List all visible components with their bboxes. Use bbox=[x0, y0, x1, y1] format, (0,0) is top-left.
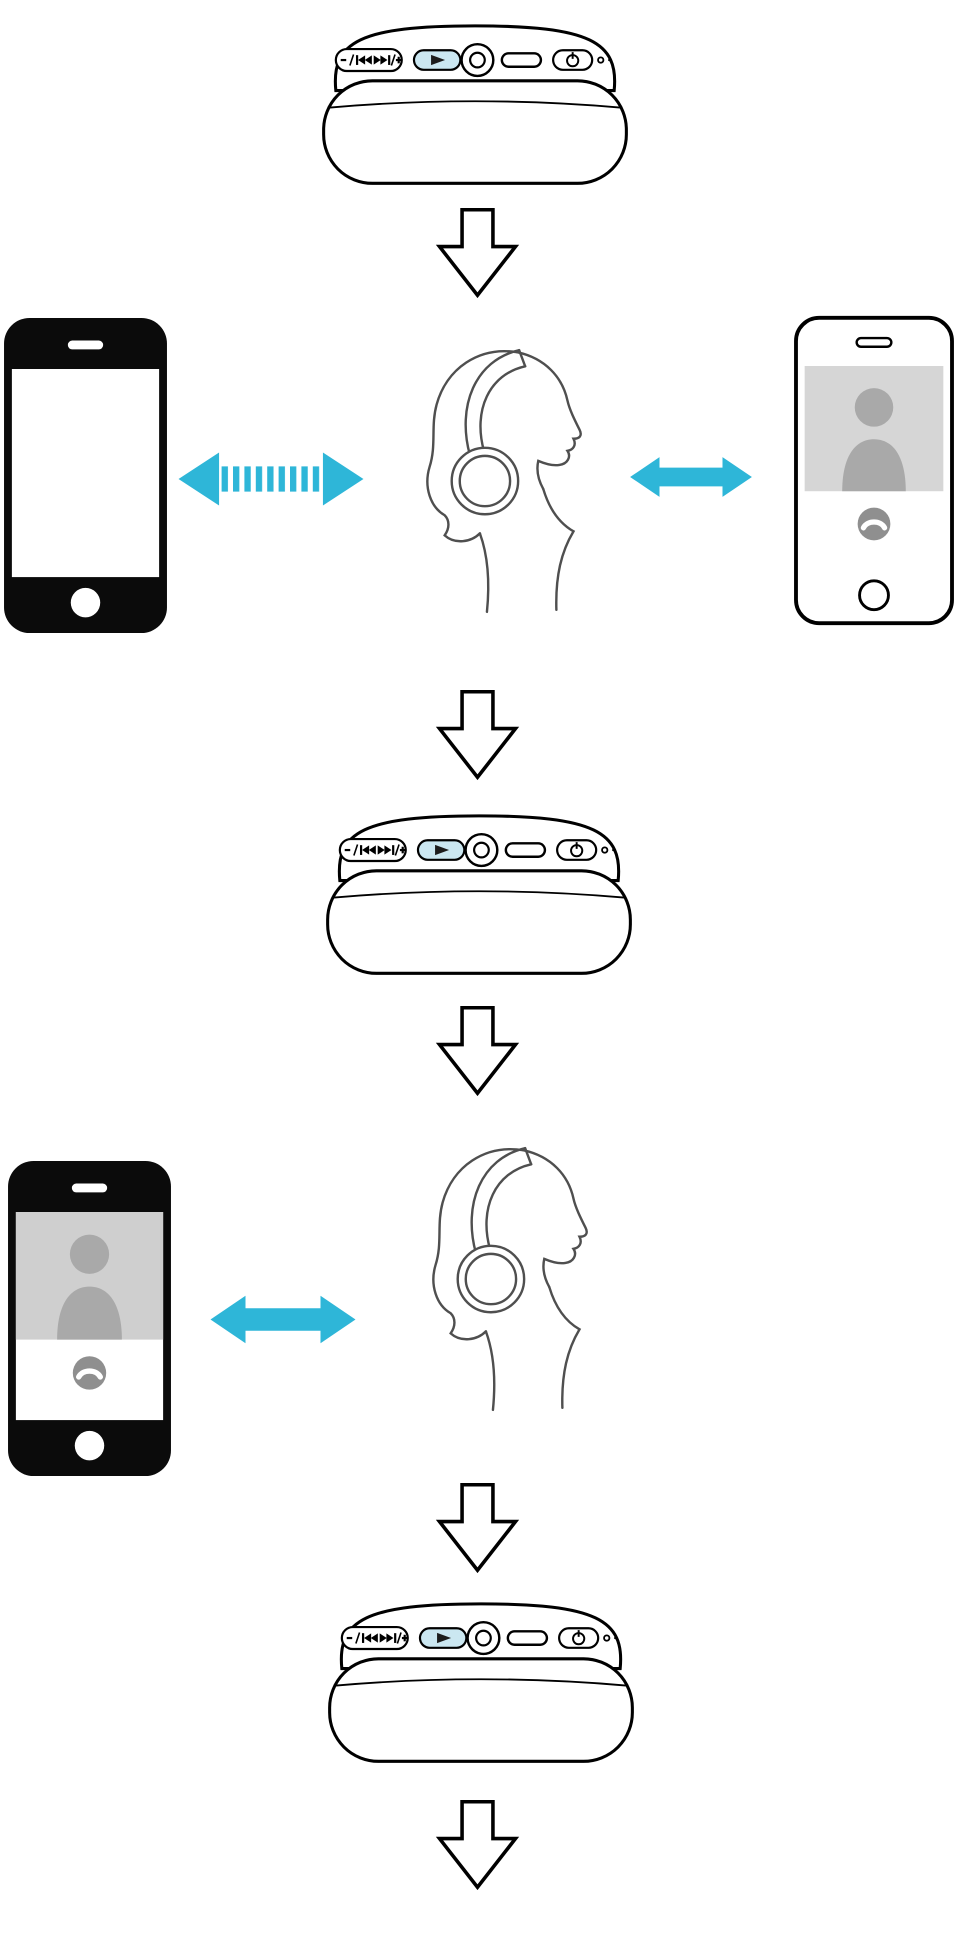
connection-arrow-solid-row2 bbox=[208, 1292, 358, 1347]
connection-arrow-striped-row1 bbox=[176, 450, 366, 508]
headphone-housing-step-1 bbox=[316, 10, 634, 187]
connection-arrow-solid-row1 bbox=[628, 454, 754, 500]
smartphone-row2 bbox=[6, 1159, 173, 1478]
smartphone-right-row1 bbox=[792, 314, 956, 627]
flow-arrow-down-4 bbox=[430, 1481, 525, 1574]
flow-arrow-down-3 bbox=[430, 1004, 525, 1097]
headphone-housing-step-2 bbox=[320, 800, 638, 977]
headphone-housing-step-3 bbox=[322, 1588, 640, 1765]
listener-row2 bbox=[372, 1120, 634, 1432]
flow-arrow-down-2 bbox=[430, 688, 525, 781]
smartphone-left-row1 bbox=[2, 316, 169, 635]
flow-arrow-down-5 bbox=[430, 1798, 525, 1891]
listener-row1 bbox=[366, 322, 628, 634]
flow-arrow-down-1 bbox=[430, 206, 525, 299]
